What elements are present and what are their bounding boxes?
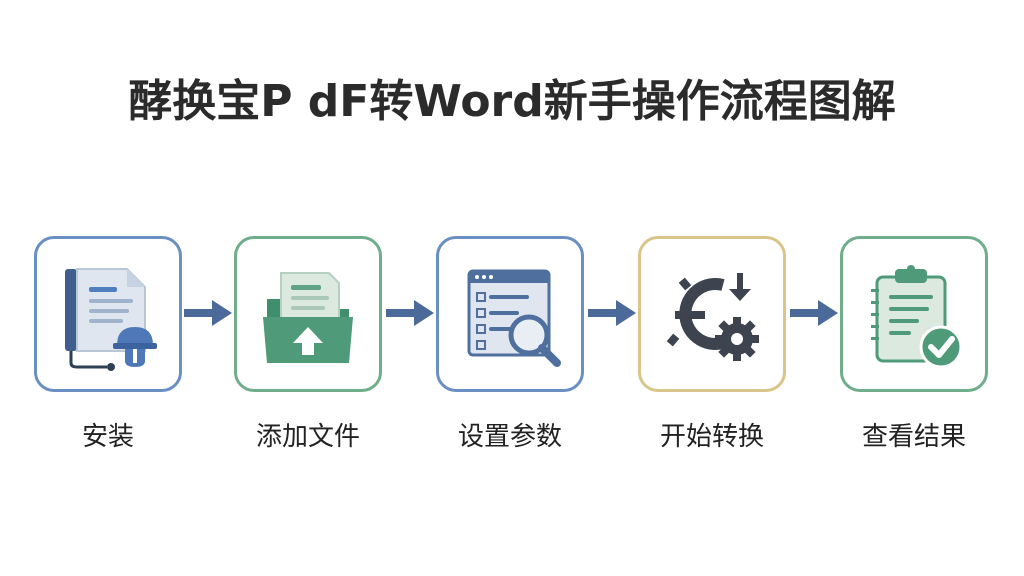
clipboard-check-icon (871, 265, 963, 369)
gear-convert-icon (666, 273, 759, 361)
step-label-start-convert: 开始转换 (659, 422, 764, 452)
step-label-install: 安装 (81, 422, 134, 452)
page-title: 酵换宝P dF转Word新手操作流程图解 (128, 76, 896, 127)
arrow-right-icon (184, 300, 232, 326)
step-settings (436, 236, 584, 392)
step-view-result (840, 236, 988, 392)
step-label-settings: 设置参数 (457, 422, 562, 452)
arrow-right-icon (588, 300, 636, 326)
step-label-add-file: 添加文件 (255, 422, 360, 452)
step-start-convert (638, 236, 786, 392)
folder-upload-icon (263, 272, 353, 363)
step-install (34, 236, 182, 392)
step-label-view-result: 查看结果 (861, 422, 966, 452)
settings-search-icon (467, 269, 561, 367)
arrow-right-icon (790, 300, 838, 326)
installer-document-icon (65, 268, 157, 371)
step-add-file (234, 236, 382, 392)
arrow-right-icon (386, 300, 434, 326)
